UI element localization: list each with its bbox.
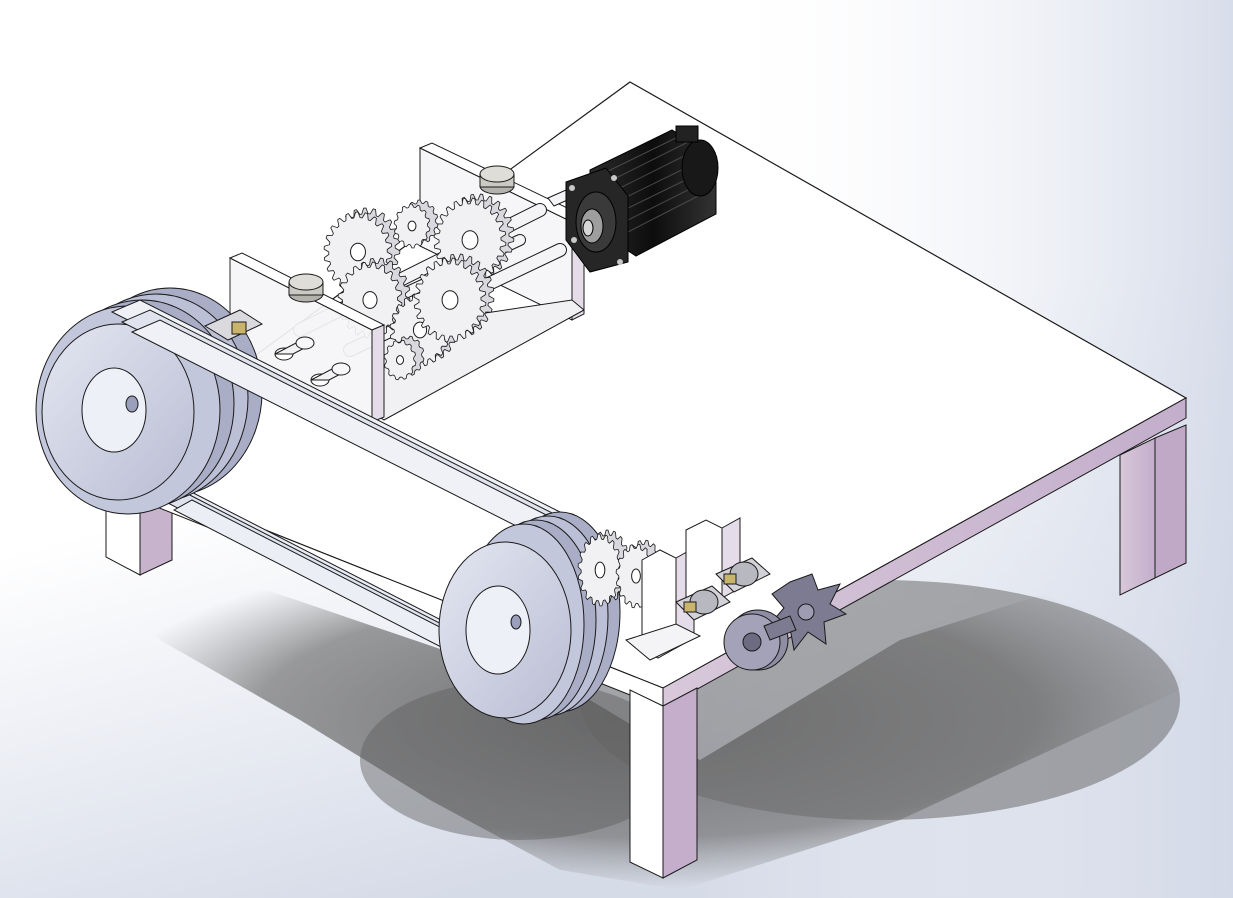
geneva-drive-disc bbox=[723, 609, 797, 671]
geneva-mechanism[interactable] bbox=[723, 573, 848, 671]
table-leg-front-right bbox=[1120, 436, 1152, 586]
pulley-large bbox=[35, 287, 263, 515]
geneva-wheel bbox=[769, 573, 848, 652]
gearbox-output-shafts bbox=[274, 336, 351, 387]
hex-bolt-rear bbox=[479, 165, 515, 195]
gear-6 bbox=[393, 199, 439, 249]
hex-bolt-front bbox=[288, 273, 324, 303]
shaft-coupling-right-1 bbox=[715, 557, 771, 593]
shaft-coupling-right-2 bbox=[675, 585, 731, 621]
motor-encoder-cap bbox=[681, 139, 719, 197]
gearbox[interactable] bbox=[228, 142, 586, 423]
table-leg-back-right bbox=[1119, 424, 1187, 596]
output-gear-1 bbox=[577, 529, 631, 607]
servo-motor[interactable] bbox=[547, 125, 719, 273]
shaft-coupling-left bbox=[203, 309, 264, 341]
pulley-large-bore bbox=[81, 367, 147, 453]
bearing-blocks[interactable] bbox=[624, 517, 771, 661]
gear-5 bbox=[413, 253, 495, 343]
gear-7 bbox=[383, 335, 425, 381]
belt-drive[interactable] bbox=[35, 287, 621, 725]
table-leg-front bbox=[629, 687, 698, 879]
belt-upper-run bbox=[110, 299, 582, 545]
pulley-small-bore bbox=[465, 585, 531, 675]
